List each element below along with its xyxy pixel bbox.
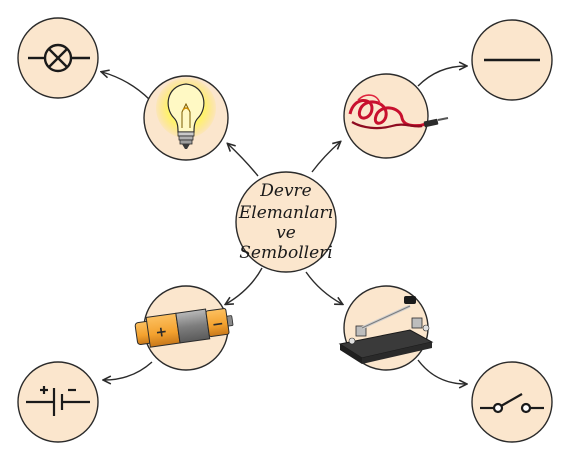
light-bulb-icon [156, 78, 216, 149]
wire-cable-icon [348, 94, 449, 130]
knife-switch-icon [338, 296, 434, 364]
center-line-4: Sembolleri [239, 243, 332, 263]
connector-arrows [102, 66, 466, 384]
switch-symbol-icon [480, 393, 544, 414]
center-line-1: Devre [259, 181, 311, 201]
lamp-symbol-node [17, 17, 99, 99]
wire-symbol-node [471, 19, 553, 101]
battery-symbol-node [17, 361, 99, 443]
battery-minus-label: − [211, 316, 225, 333]
arrow-switch-to-switch-symbol [417, 359, 466, 384]
center-line-3: ve [276, 223, 296, 243]
center-node: Devre Elemanları ve Sembolleri [235, 171, 337, 273]
wire-node [343, 73, 449, 159]
arrow-wire-to-wire-symbol [417, 66, 466, 87]
arrow-center-to-wire [311, 142, 340, 173]
lamp-symbol-icon [28, 43, 90, 73]
switch-symbol-node [471, 361, 553, 443]
bulb-node [143, 75, 229, 161]
battery-icon: + − [134, 308, 234, 348]
battery-node: + − [134, 285, 234, 371]
center-line-2: Elemanları [238, 203, 333, 223]
arrow-battery-to-battery-symbol [104, 361, 153, 380]
arrow-center-to-switch [305, 271, 342, 304]
battery-plus-label: + [154, 324, 168, 341]
battery-symbol-icon [26, 386, 90, 416]
switch-node [338, 285, 434, 371]
arrow-center-to-bulb [228, 144, 259, 177]
arrow-center-to-battery [226, 267, 263, 304]
arrow-bulb-to-lamp-symbol [102, 72, 151, 101]
